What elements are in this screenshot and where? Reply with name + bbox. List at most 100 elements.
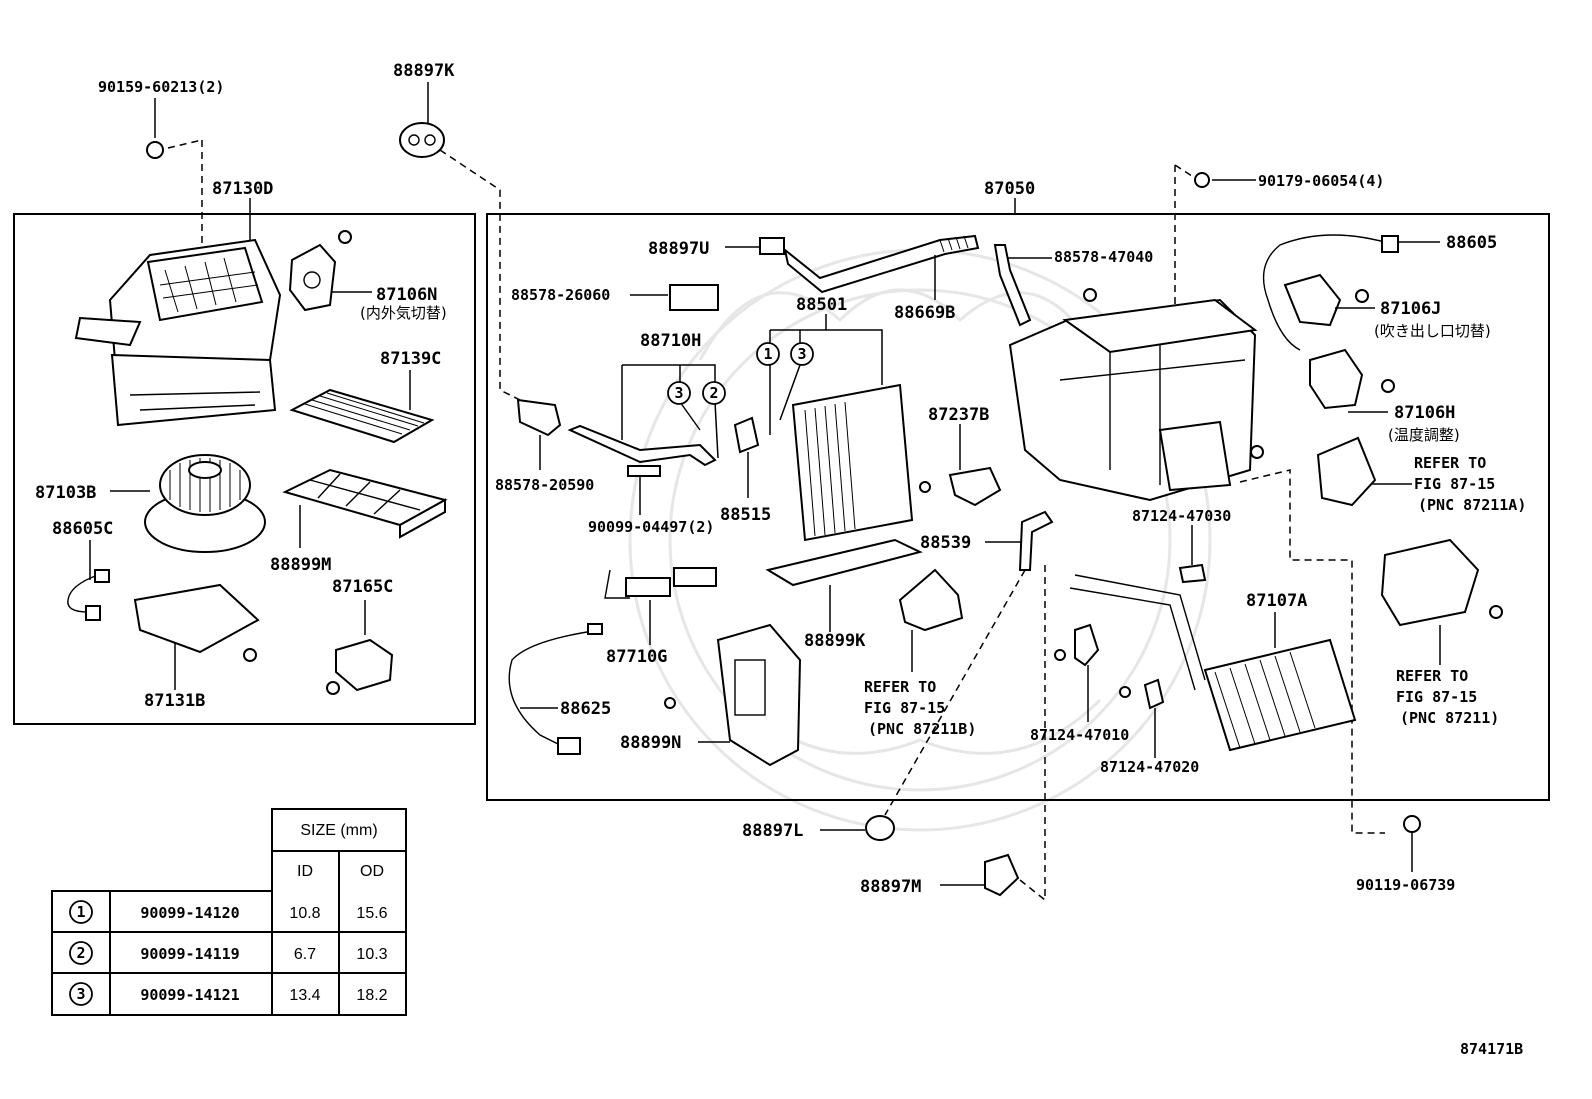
- label-refer-a-line2: FIG 87-15: [1414, 475, 1495, 493]
- label-88578-20590: 88578-20590: [495, 476, 594, 494]
- table-row-ref: 3: [76, 985, 85, 1003]
- hose-88539: [985, 510, 1054, 571]
- servo-87106h: [1309, 348, 1395, 413]
- filter-87139c: [289, 370, 435, 444]
- svg-text:1: 1: [763, 345, 772, 363]
- label-90099-04497: 90099-04497(2): [588, 518, 714, 536]
- svg-text:3: 3: [797, 345, 806, 363]
- servo-87106j: [1283, 273, 1375, 327]
- screw-90119: [1403, 815, 1421, 872]
- label-87106j-note: (吹き出し口切替): [1374, 322, 1491, 340]
- callout-circle-3a: 3: [790, 342, 814, 366]
- table-row-id: 10.8: [289, 905, 320, 922]
- duct-87211: [1380, 538, 1503, 665]
- label-87131b: 87131B: [144, 691, 205, 711]
- screw-90099-04497: [627, 465, 661, 515]
- table-header-id: ID: [297, 863, 313, 880]
- tray-88899k: [765, 538, 923, 632]
- label-90119-06739: 90119-06739: [1356, 876, 1455, 894]
- clip-87124-47010: [1054, 623, 1100, 722]
- label-87710g: 87710G: [606, 647, 667, 667]
- table-row-id: 6.7: [294, 946, 316, 963]
- label-88899n: 88899N: [620, 733, 681, 753]
- table-row-od: 15.6: [356, 905, 387, 922]
- label-87124-47010: 87124-47010: [1030, 726, 1129, 744]
- label-refer-c-line2: FIG 87-15: [1396, 688, 1477, 706]
- duct-87211b: [898, 568, 964, 672]
- callout-circle-2: 2: [702, 381, 726, 405]
- clip-88578-26060: [630, 284, 719, 311]
- label-87106n-note: (内外気切替): [360, 304, 447, 322]
- label-87103b: 87103B: [35, 483, 96, 503]
- label-90159-60213: 90159-60213(2): [98, 78, 224, 96]
- label-refer-b-line1: REFER TO: [864, 678, 936, 696]
- evaporator-88501: [769, 314, 914, 542]
- clip-87124-47030: [1178, 525, 1207, 584]
- table-row-part: 90099-14119: [140, 945, 239, 963]
- label-88625: 88625: [560, 699, 611, 719]
- label-88539: 88539: [920, 533, 971, 553]
- table-row-part: 90099-14120: [140, 904, 239, 922]
- table-header-size: SIZE (mm): [300, 822, 377, 839]
- label-87106n: 87106N: [376, 285, 437, 305]
- label-88515: 88515: [720, 505, 771, 525]
- label-refer-c-line1: REFER TO: [1396, 667, 1468, 685]
- valve-88515: [733, 416, 760, 498]
- servo-87106n: [288, 230, 372, 312]
- label-87050: 87050: [984, 179, 1035, 199]
- label-88897u: 88897U: [648, 239, 709, 259]
- label-88605: 88605: [1446, 233, 1497, 253]
- resistor-87165c: [326, 600, 394, 695]
- label-refer-a-line3: (PNC 87211A): [1418, 496, 1526, 514]
- bracket-87237b: [919, 424, 1002, 507]
- left-assembly-frame: [13, 213, 476, 725]
- label-refer-b-line2: FIG 87-15: [864, 699, 945, 717]
- label-88899k: 88899K: [804, 631, 866, 651]
- sensor-88625: [508, 623, 603, 755]
- clip-87124-47020: [1119, 678, 1165, 758]
- label-88897l: 88897L: [742, 821, 803, 841]
- label-87165c: 87165C: [332, 577, 393, 597]
- sensor-88605c: [67, 540, 110, 621]
- diagram-id: 874171B: [1460, 1040, 1523, 1058]
- svg-text:3: 3: [674, 384, 683, 402]
- label-88578-26060: 88578-26060: [511, 286, 610, 304]
- label-87106j: 87106J: [1380, 299, 1441, 319]
- size-table: SIZE (mm) ID OD 1 90099-14120 10.8 15.6 …: [51, 808, 407, 1016]
- right-assembly-frame: [486, 213, 1550, 801]
- table-row-part: 90099-14121: [140, 986, 239, 1004]
- table-row-od: 10.3: [356, 946, 387, 963]
- sensor-88605: [1262, 234, 1440, 351]
- amplifier-87710g: [604, 567, 717, 645]
- grommet-88897m: [940, 565, 1046, 901]
- label-88899m: 88899M: [270, 555, 331, 575]
- svg-text:2: 2: [709, 384, 718, 402]
- label-88897k: 88897K: [393, 61, 455, 81]
- label-87106h: 87106H: [1394, 403, 1455, 423]
- callout-circle-3b: 3: [667, 381, 691, 405]
- grommet-88578-20590: [516, 398, 562, 470]
- label-87130d: 87130D: [212, 179, 273, 199]
- panel-88899n: [664, 623, 802, 767]
- pipe-88710h: [567, 364, 719, 467]
- table-row-id: 13.4: [289, 987, 320, 1004]
- label-88710h: 88710H: [640, 331, 701, 351]
- callout-circle-1: 1: [756, 342, 780, 366]
- duct-87211a: [1316, 436, 1412, 507]
- label-88605c: 88605C: [52, 519, 113, 539]
- label-88578-47040: 88578-47040: [1054, 248, 1153, 266]
- table-row-od: 18.2: [356, 987, 387, 1004]
- hose-88578-47040: [993, 244, 1052, 327]
- label-88669b: 88669B: [894, 303, 955, 323]
- table-header-od: OD: [360, 863, 384, 880]
- label-88501: 88501: [796, 295, 847, 315]
- label-refer-c-line3: (PNC 87211): [1400, 709, 1499, 727]
- heater-core-87107a: [1069, 574, 1357, 752]
- lower-case-87131b: [133, 583, 260, 690]
- filter-frame-88899m: [282, 468, 448, 548]
- label-refer-a-line1: REFER TO: [1414, 454, 1486, 472]
- label-87107a: 87107A: [1246, 591, 1307, 611]
- table-row-ref: 1: [76, 903, 85, 921]
- label-90179-06054: 90179-06054(4): [1258, 172, 1384, 190]
